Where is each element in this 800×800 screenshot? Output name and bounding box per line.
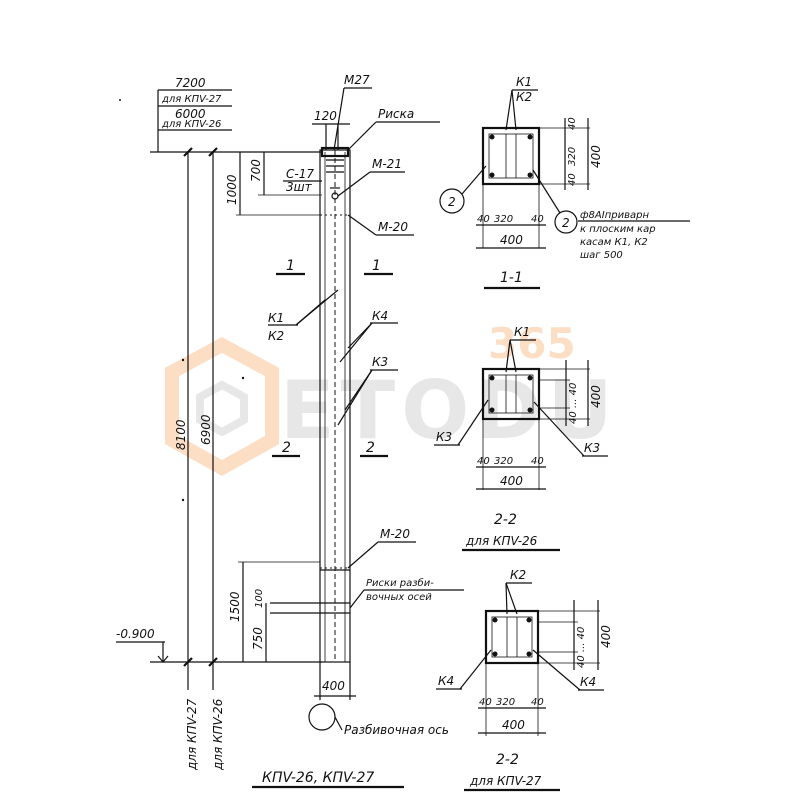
s2a-title: 2-2 (494, 512, 517, 528)
label-m20-top: M-20 (378, 220, 408, 234)
s1-dim-40-top: 40 (567, 117, 578, 130)
s2b-dim-400-v: 400 (599, 625, 613, 648)
label-k2-elev: К2 (268, 329, 284, 343)
label-k3-elev: К3 (372, 355, 388, 369)
section-2-2-kpv27: К2 40 ... 40 400 40 320 40 400 К4 К4 2-2… (436, 568, 613, 792)
s1-note-1: ф8АIприварн (580, 210, 649, 221)
label-axis: Разбивочная ось (344, 723, 449, 737)
column-elevation (270, 146, 351, 663)
dim-100: 100 (254, 589, 265, 608)
s1-circle-left: 2 (448, 195, 456, 209)
dim-120: 120 (314, 109, 337, 123)
s2b-dims-v: 40 ... 40 (576, 627, 587, 668)
s2b-label-k4-left: К4 (438, 674, 454, 688)
cut-1-left: 1 (286, 258, 295, 274)
label-k4-elev: К4 (372, 309, 388, 323)
label-k1-elev: К1 (268, 311, 284, 325)
dim-7200: 7200 (175, 76, 206, 90)
s2a-dim-40-l: 40 (477, 456, 490, 467)
s2b-label-k4-right: К4 (580, 675, 596, 689)
level-value: -0.900 (116, 627, 155, 641)
s1-dim-320-h: 320 (494, 214, 513, 225)
s2b-dim-40-l: 40 (479, 697, 492, 708)
note-for-kpv27-bottom: для КПV-27 (185, 698, 199, 771)
elevation-top-dims: 7200 для КПV-27 6000 для КПV-26 (157, 76, 232, 152)
dim-8100: 8100 (174, 419, 188, 450)
level-mark: -0.900 (116, 627, 169, 663)
dim-6000: 6000 (175, 107, 206, 121)
s2a-dim-320-h: 320 (494, 456, 513, 467)
s2b-subtitle: для КПV-27 (469, 774, 542, 788)
s2a-label-k1: К1 (514, 325, 530, 339)
top-column-dims: 1000 700 C-17 3шт (225, 152, 322, 216)
s1-circle-right: 2 (562, 216, 570, 230)
s1-dim-400-h: 400 (500, 233, 523, 247)
cut-1-right: 1 (372, 258, 381, 274)
dim-700: 700 (249, 159, 263, 182)
note-for-kpv26-top: для КПV-26 (161, 119, 221, 130)
s2a-label-k3-left: К3 (436, 430, 452, 444)
axis-bubble (308, 703, 336, 731)
weld-count: 3шт (286, 180, 313, 194)
label-m27: M27 (344, 73, 370, 87)
label-m21: M-21 (372, 157, 402, 171)
section-1-1: К1 К2 40 320 40 400 40 320 40 400 2 2 ф8… (439, 75, 690, 290)
s1-title: 1-1 (500, 270, 523, 286)
s2a-dim-40-r: 40 (531, 456, 544, 467)
label-m20-bottom: M-20 (380, 527, 410, 541)
weld-c17: C-17 (286, 167, 314, 181)
dim-400-elev: 400 (322, 679, 345, 693)
vertical-dimensions: 8100 6900 (174, 147, 218, 667)
bottom-column-dims: 1500 750 100 (228, 561, 320, 662)
dim-1500: 1500 (228, 591, 242, 622)
cut-2-right: 2 (366, 440, 375, 456)
watermark: 365 ETODU (165, 319, 613, 477)
watermark-hexagon-icon (165, 337, 279, 477)
s2a-subtitle: для КПV-26 (465, 534, 538, 548)
s1-dim-320-v: 320 (567, 147, 578, 166)
s2a-dim-400-v: 400 (589, 385, 603, 408)
s1-dim-400-v: 400 (589, 145, 603, 168)
s1-note-4: шаг 500 (580, 250, 623, 261)
s1-dim-40-l: 40 (477, 214, 490, 225)
s2a-label-k3-right: К3 (584, 441, 600, 455)
watermark-hexagon-inner-icon (196, 380, 248, 437)
s1-dim-40-r: 40 (531, 214, 544, 225)
s2b-label-k2: К2 (510, 568, 526, 582)
s1-note-3: касам К1, К2 (580, 237, 648, 248)
s2b-dim-320-h: 320 (496, 697, 515, 708)
s2b-dim-40-r: 40 (531, 697, 544, 708)
label-risk-top: Риска (378, 107, 414, 121)
dim-1000: 1000 (225, 174, 239, 205)
s1-label-k2: К2 (516, 90, 532, 104)
dim-750: 750 (251, 627, 265, 650)
watermark-number: 365 (488, 319, 576, 368)
label-risk-bottom-1: Риски разби- (366, 577, 434, 589)
s1-dim-40-bot: 40 (567, 173, 578, 186)
s2b-title: 2-2 (496, 752, 519, 768)
elevation-title: КПV-26, КПV-27 (262, 770, 374, 786)
cut-2-left: 2 (282, 440, 291, 456)
s2b-dim-400-h: 400 (502, 718, 525, 732)
note-for-kpv26-bottom: для КПV-26 (211, 698, 225, 771)
s2a-dims-v: 40 ... 40 (568, 383, 579, 424)
label-risk-bottom-2: вочных осей (366, 592, 432, 603)
note-for-kpv27-top: для КПV-27 (161, 94, 222, 105)
s1-label-k1: К1 (516, 75, 532, 89)
s2a-dim-400-h: 400 (500, 474, 523, 488)
section-2-2-kpv26: К1 40 ... 40 400 40 320 40 400 К3 К3 2-2… (434, 325, 608, 552)
s1-note-2: к плоским кар (580, 224, 656, 235)
dim-6900: 6900 (199, 414, 213, 445)
